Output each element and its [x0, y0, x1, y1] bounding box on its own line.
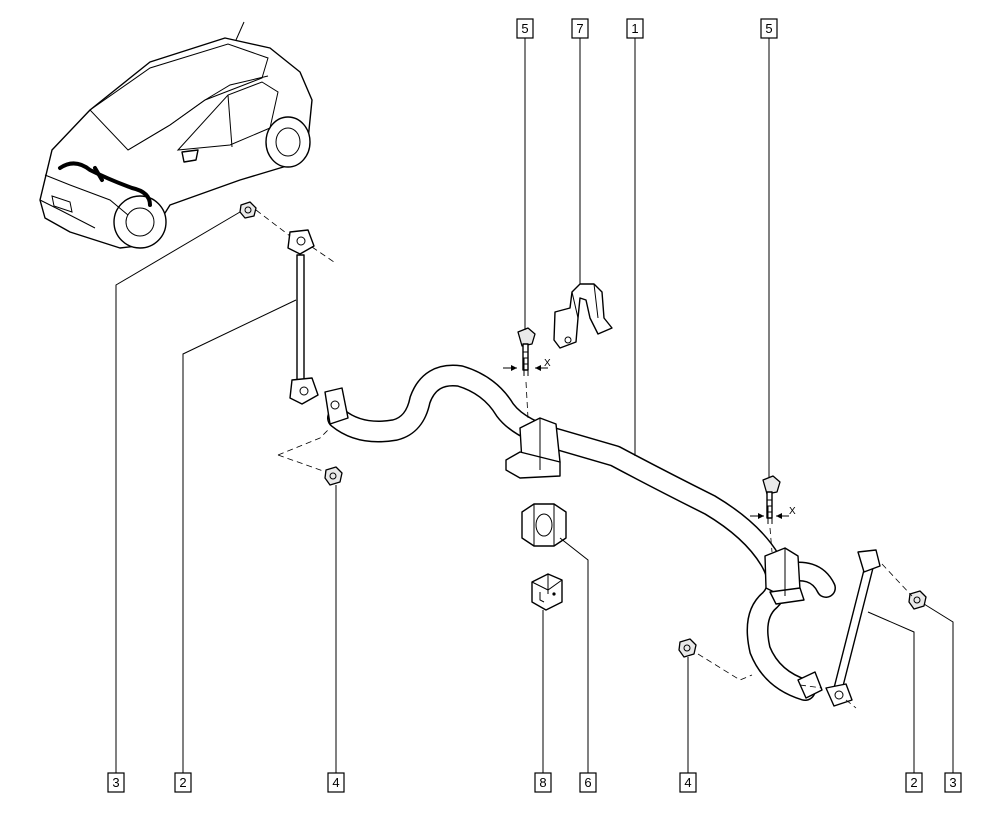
dimension-x-right-label: X [789, 506, 796, 517]
callout-label: 8 [539, 775, 546, 790]
bar-bushing-left-mounted [505, 417, 561, 479]
callout-3-bottom-left: 3 [107, 772, 125, 793]
block-8 [531, 573, 563, 611]
bush-6 [521, 503, 567, 547]
callout-label: 5 [765, 21, 772, 36]
callout-label: 7 [576, 21, 583, 36]
nut-4-left [324, 466, 343, 486]
callout-label: 5 [521, 21, 528, 36]
link-rod-left [287, 229, 319, 405]
callout-7-top: 7 [571, 18, 589, 39]
callout-label: 2 [179, 775, 186, 790]
link-rod-right [825, 549, 881, 707]
callout-label: 4 [332, 775, 339, 790]
dimension-x-right: X [750, 506, 796, 524]
callout-label: 4 [684, 775, 691, 790]
nut-4-right [678, 638, 697, 658]
callout-6-bottom: 6 [579, 772, 597, 793]
callout-label: 3 [112, 775, 119, 790]
callout-5-top-left: 5 [516, 18, 534, 39]
callout-4-bottom-left: 4 [327, 772, 345, 793]
assembly-lines [255, 209, 913, 709]
callout-label: 3 [949, 775, 956, 790]
callout-4-bottom-right: 4 [679, 772, 697, 793]
callout-8-bottom: 8 [534, 772, 552, 793]
callout-label: 2 [910, 775, 917, 790]
nut-3-right [908, 590, 927, 610]
dimension-x-left: X [503, 358, 551, 376]
stabilizer-bar [324, 364, 836, 701]
bolt-5-right [762, 475, 781, 519]
bolt-5-left [517, 327, 536, 371]
dimension-x-left-label: X [544, 358, 551, 369]
callout-5-top-right: 5 [760, 18, 778, 39]
clamp-7 [553, 283, 613, 349]
callout-3-bottom-right: 3 [944, 772, 962, 793]
callout-label: 6 [584, 775, 591, 790]
callout-label: 1 [631, 21, 638, 36]
callout-2-bottom-left: 2 [174, 772, 192, 793]
callout-2-bottom-right: 2 [905, 772, 923, 793]
car-illustration [39, 21, 313, 249]
nut-3-left [239, 201, 257, 219]
callout-1-top: 1 [626, 18, 644, 39]
bar-bushing-right-mounted [764, 547, 805, 605]
leader-lines [115, 38, 954, 773]
